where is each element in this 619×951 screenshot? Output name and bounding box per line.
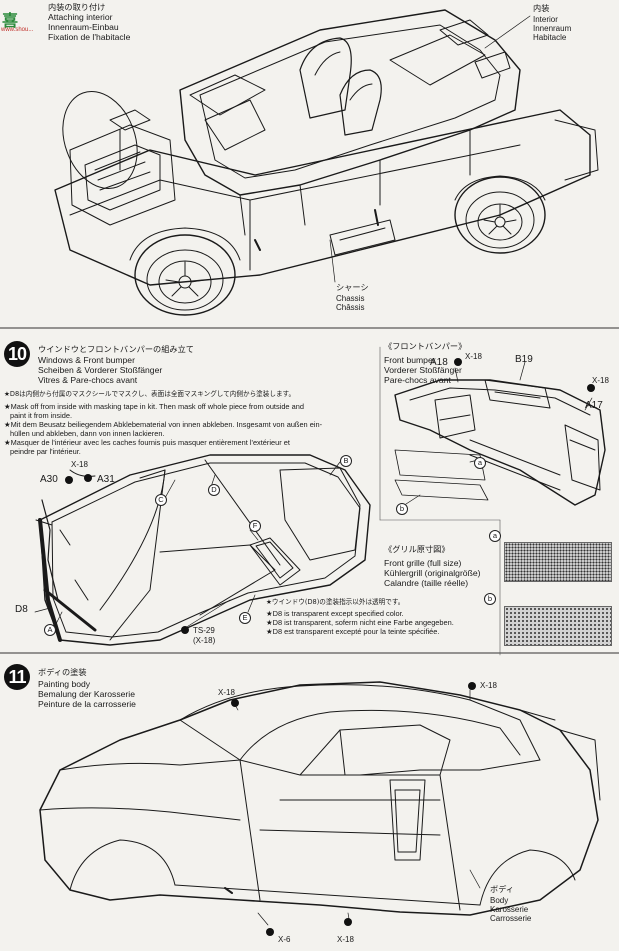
- label-ts29: TS-29: [193, 626, 215, 635]
- label-x6: X-6: [278, 935, 291, 944]
- area-c-marker: C: [155, 494, 167, 506]
- step-10-note-jp: ★D8は内側から付属のマスクシールでマスクし、表面は全面マスキングして内側から塗…: [4, 390, 296, 398]
- step-10-title-en: Windows & Front bumper: [38, 355, 135, 365]
- label-x18-body-bottom: X-18: [337, 935, 354, 944]
- label-x18-body-right: X-18: [480, 681, 497, 690]
- chassis-interior-drawing: [54, 9, 599, 316]
- label-x18-bumper-a: X-18: [465, 352, 482, 361]
- paint-markers: [65, 358, 595, 936]
- step-10-title-fr: Vitres & Pare-chocs avant: [38, 375, 138, 385]
- bumper-mark-b: b: [396, 503, 408, 515]
- interior-header-de: Innenraum-Einbau: [48, 22, 119, 32]
- label-interior-en: Interior: [533, 15, 558, 24]
- bumper-mark-a: a: [474, 457, 486, 469]
- label-chassis-jp: シャーシ: [336, 282, 369, 292]
- step-10-note-fr2: peindre par l'intérieur.: [10, 447, 81, 456]
- area-a-marker: A: [44, 624, 56, 636]
- window-glass-drawing: [34, 454, 371, 646]
- interior-header-fr: Fixation de l'habitacle: [48, 32, 131, 42]
- step-11-title-de: Bemalung der Karosserie: [38, 689, 135, 699]
- watermark-url: www.shou...: [1, 27, 34, 33]
- step-11-badge: 11: [4, 664, 30, 690]
- bumper-header-jp: 《フロントバンパー》: [384, 341, 467, 351]
- bumper-title-en: Front bumper: [384, 355, 436, 365]
- label-body-de: Karosserie: [490, 905, 529, 914]
- window-note-en: ★D8 is transparent except specified colo…: [266, 609, 404, 618]
- window-note-fr: ★D8 est transparent excepté pour la tein…: [266, 627, 440, 636]
- label-a30: A30: [40, 474, 58, 485]
- grille-a-swatch: [504, 542, 612, 582]
- interior-header-en: Attaching interior: [48, 12, 113, 22]
- grille-mark-a: a: [489, 530, 501, 542]
- label-body-jp: ボディ: [490, 884, 514, 894]
- label-d8: D8: [15, 604, 28, 615]
- grille-b-swatch: [504, 606, 612, 646]
- label-chassis-fr: Châssis: [336, 303, 365, 312]
- area-e-marker: E: [239, 612, 251, 624]
- label-a18: A18: [430, 357, 448, 368]
- area-b-marker: B: [340, 455, 352, 467]
- label-x18-top: X-18: [71, 460, 88, 469]
- step-11-title-en: Painting body: [38, 679, 91, 689]
- window-note-de: ★D8 ist transparent, soferm nicht eine F…: [266, 618, 454, 627]
- label-x18-bumper-b: X-18: [592, 376, 609, 385]
- front-bumper-drawing: [394, 361, 606, 506]
- bumper-title-fr: Pare-chocs avant: [384, 375, 451, 385]
- step-10-title-de: Scheiben & Vorderer Stoßfänger: [38, 365, 163, 375]
- label-b19: B19: [515, 354, 533, 365]
- grille-mark-b: b: [484, 593, 496, 605]
- grille-header-jp: 《グリル原寸図》: [384, 544, 450, 554]
- area-d-marker: D: [208, 484, 220, 496]
- step-11-title-fr: Peinture de la carrosserie: [38, 699, 136, 709]
- watermark-logo: 喜: [2, 13, 19, 30]
- label-a17: A17: [585, 400, 603, 411]
- label-interior-jp: 内装: [533, 3, 550, 13]
- label-x18-paren: (X-18): [193, 636, 216, 645]
- car-body-drawing: [39, 681, 601, 926]
- label-interior-fr: Habitacle: [533, 33, 567, 42]
- step-10-note-fr1: ★Masquer de l'intérieur avec les caches …: [4, 438, 290, 447]
- grille-title-en: Front grille (full size): [384, 558, 462, 568]
- step-10-title-jp: ウインドウとフロントバンパーの組み立て: [38, 344, 194, 354]
- window-note-jp: ★ウインドウ(D8)の塗装指示以外は透明です。: [266, 598, 405, 606]
- interior-header-jp: 内装の取り付け: [48, 2, 106, 12]
- label-body-fr: Carrosserie: [490, 914, 532, 923]
- area-f-marker: F: [249, 520, 261, 532]
- grille-title-fr: Calandre (taille réelle): [384, 578, 469, 588]
- label-body-en: Body: [490, 896, 509, 905]
- bumper-title-de: Vorderer Stoßfänger: [384, 365, 462, 375]
- label-chassis-en: Chassis: [336, 294, 365, 303]
- step-10-note-de2: hüllen und abkleben, dann von innen lack…: [10, 429, 165, 438]
- step-10-note-en1: ★Mask off from inside with masking tape …: [4, 402, 304, 411]
- step-10-note-en2: paint it from inside.: [10, 411, 73, 420]
- label-interior-de: Innenraum: [533, 24, 572, 33]
- step-10-badge: 10: [4, 341, 30, 367]
- label-x18-body-left: X-18: [218, 688, 235, 697]
- grille-title-de: Kühlergrill (originalgröße): [384, 568, 481, 578]
- step-10-note-de1: ★Mit dem Beusatz beiliegendem Abklebemat…: [4, 420, 323, 429]
- step-11-title-jp: ボディの塗装: [38, 667, 87, 677]
- label-a31: A31: [97, 474, 115, 485]
